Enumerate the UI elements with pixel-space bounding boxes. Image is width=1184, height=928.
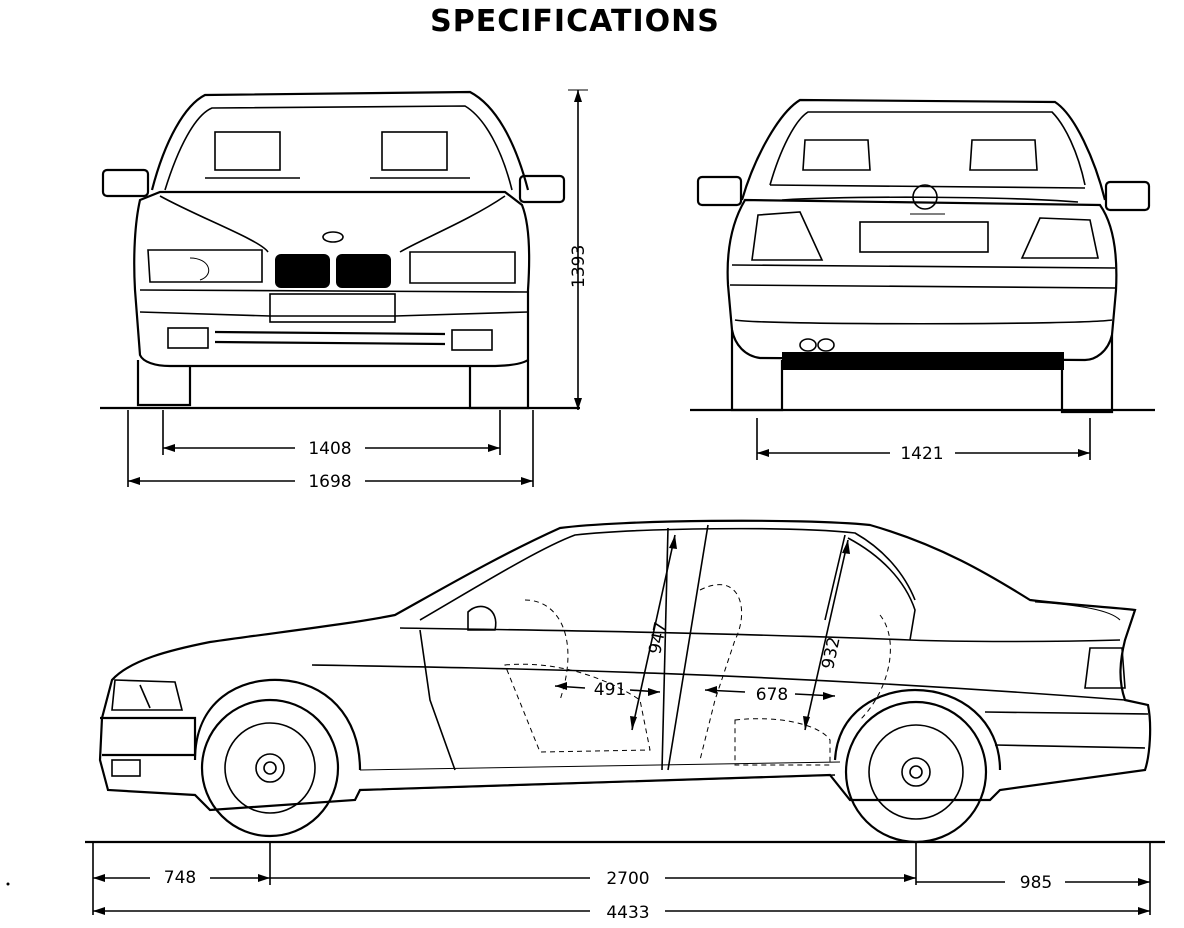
wheelbase-label: 2700 [606, 869, 649, 889]
front-overhang-label: 748 [164, 868, 196, 888]
rear-view [690, 98, 1155, 460]
front-headroom-label: 947 [645, 620, 671, 656]
front-track-label: 1408 [308, 439, 351, 459]
overall-width-label: 1698 [308, 472, 351, 492]
front-view [100, 89, 588, 487]
overall-length-label: 4433 [606, 903, 649, 923]
rear-legroom-label: 678 [756, 685, 788, 705]
front-legroom-label: 491 [594, 680, 626, 700]
rear-headroom-label: 932 [818, 635, 844, 671]
rear-track-label: 1421 [900, 444, 943, 464]
rear-overhang-label: 985 [1020, 873, 1052, 893]
page-title: SPECIFICATIONS [430, 4, 720, 39]
side-view [6, 519, 1165, 915]
height-label: 1393 [569, 245, 589, 288]
